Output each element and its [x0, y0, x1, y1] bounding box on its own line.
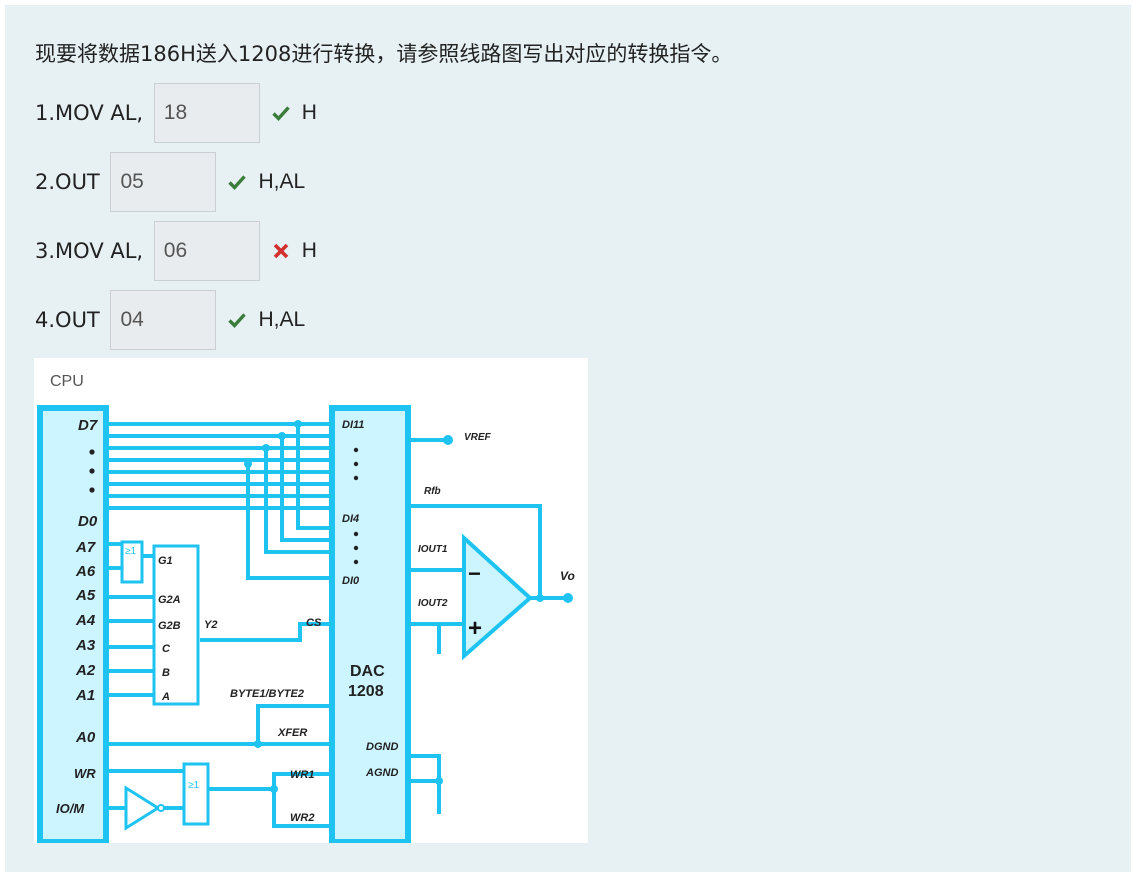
decoder-chip: [152, 544, 200, 706]
cpu-pin-a3: A3: [75, 637, 96, 654]
or-gate-address-label: ≥1: [125, 546, 136, 557]
dac-chip: [329, 405, 411, 845]
dac-pin-xfer: XFER: [277, 727, 307, 739]
cross-icon: [273, 243, 289, 259]
rfb-label: Rfb: [424, 486, 441, 497]
dac-pin-byte: BYTE1/BYTE2: [230, 688, 304, 700]
cpu-pin-a4: A4: [75, 612, 96, 629]
cpu-pin-a6: A6: [75, 563, 96, 580]
decoder-pin-b: B: [162, 667, 170, 679]
answer-suffix: H: [301, 239, 317, 262]
dac-pin-wr2: WR2: [290, 812, 314, 824]
cpu-pin-io-m: IO/M: [56, 801, 85, 816]
or-gate-wr: [182, 762, 210, 826]
dac-pin-di4: DI4: [342, 513, 359, 525]
answer-prefix: 4.OUT: [35, 308, 107, 332]
iout2-label: IOUT2: [418, 598, 448, 609]
answer-suffix: H: [301, 101, 317, 124]
answer-input-2[interactable]: 05: [110, 152, 217, 212]
cpu-pin-a2: A2: [75, 662, 96, 679]
cpu-pin-a5: A5: [75, 587, 96, 604]
check-icon: [272, 106, 290, 121]
dac-pin-wr1: WR1: [290, 769, 314, 781]
check-icon: [228, 313, 247, 328]
decoder-output-y2: Y2: [204, 619, 217, 631]
cpu-chip: [37, 405, 109, 845]
answer-row-1: 1.MOV AL, 18 H: [35, 82, 317, 144]
check-icon: [228, 175, 247, 190]
circuit-svg: CPU DAC 1208 − + D7 D0 A7 A6 A5 A4 A3 A2…: [37, 373, 575, 845]
or-gate-wr-label: ≥1: [188, 780, 199, 791]
answer-row-2: 2.OUT 05 H,AL: [35, 151, 305, 213]
answer-input-4[interactable]: 04: [110, 290, 217, 350]
answer-prefix: 1.MOV AL,: [35, 101, 150, 125]
decoder-pin-g1: G1: [158, 555, 173, 567]
dac-pin-agnd: AGND: [365, 767, 398, 779]
vo-label: Vo: [560, 569, 575, 583]
decoder-pin-a: A: [161, 691, 170, 703]
answer-suffix: H,AL: [258, 170, 306, 193]
answer-suffix: H,AL: [258, 308, 306, 331]
decoder-pin-g2a: G2A: [158, 594, 181, 606]
decoder-pin-g2b: G2B: [158, 620, 181, 632]
answer-prefix: 2.OUT: [35, 170, 107, 194]
cpu-pin-d0: D0: [78, 513, 98, 530]
dac-pin-di0: DI0: [342, 575, 360, 587]
dac-pin-dgnd: DGND: [366, 741, 398, 753]
answer-input-3[interactable]: 06: [153, 221, 260, 281]
answer-row-3: 3.MOV AL, 06 H: [35, 220, 317, 282]
cpu-pin-wr: WR: [74, 766, 96, 781]
question-text: 现要将数据186H送入1208进行转换，请参照线路图写出对应的转换指令。: [35, 42, 733, 66]
dac-label: DAC: [350, 663, 385, 680]
dac-pin-di11: DI11: [342, 419, 364, 431]
answer-row-4: 4.OUT 04 H,AL: [35, 289, 305, 351]
or-gate-address: [120, 540, 144, 584]
cpu-pin-d7: D7: [78, 417, 98, 434]
dac-model: 1208: [348, 683, 384, 700]
op-amp: [462, 533, 534, 661]
dac-pin-cs: CS: [306, 617, 322, 629]
vref-label: VREF: [464, 432, 492, 443]
opamp-plus-label: +: [468, 615, 482, 642]
cpu-label: CPU: [50, 373, 84, 390]
cpu-pin-a7: A7: [75, 539, 96, 556]
circuit-diagram: CPU DAC 1208 − + D7 D0 A7 A6 A5 A4 A3 A2…: [34, 358, 588, 845]
answer-prefix: 3.MOV AL,: [35, 239, 150, 263]
decoder-pin-c: C: [162, 643, 171, 655]
opamp-minus-label: −: [468, 561, 481, 586]
inverter: [124, 785, 161, 831]
cpu-pin-a0: A0: [75, 729, 96, 746]
cpu-pin-a1: A1: [75, 687, 95, 704]
iout1-label: IOUT1: [418, 544, 448, 555]
answer-input-1[interactable]: 18: [153, 83, 260, 143]
